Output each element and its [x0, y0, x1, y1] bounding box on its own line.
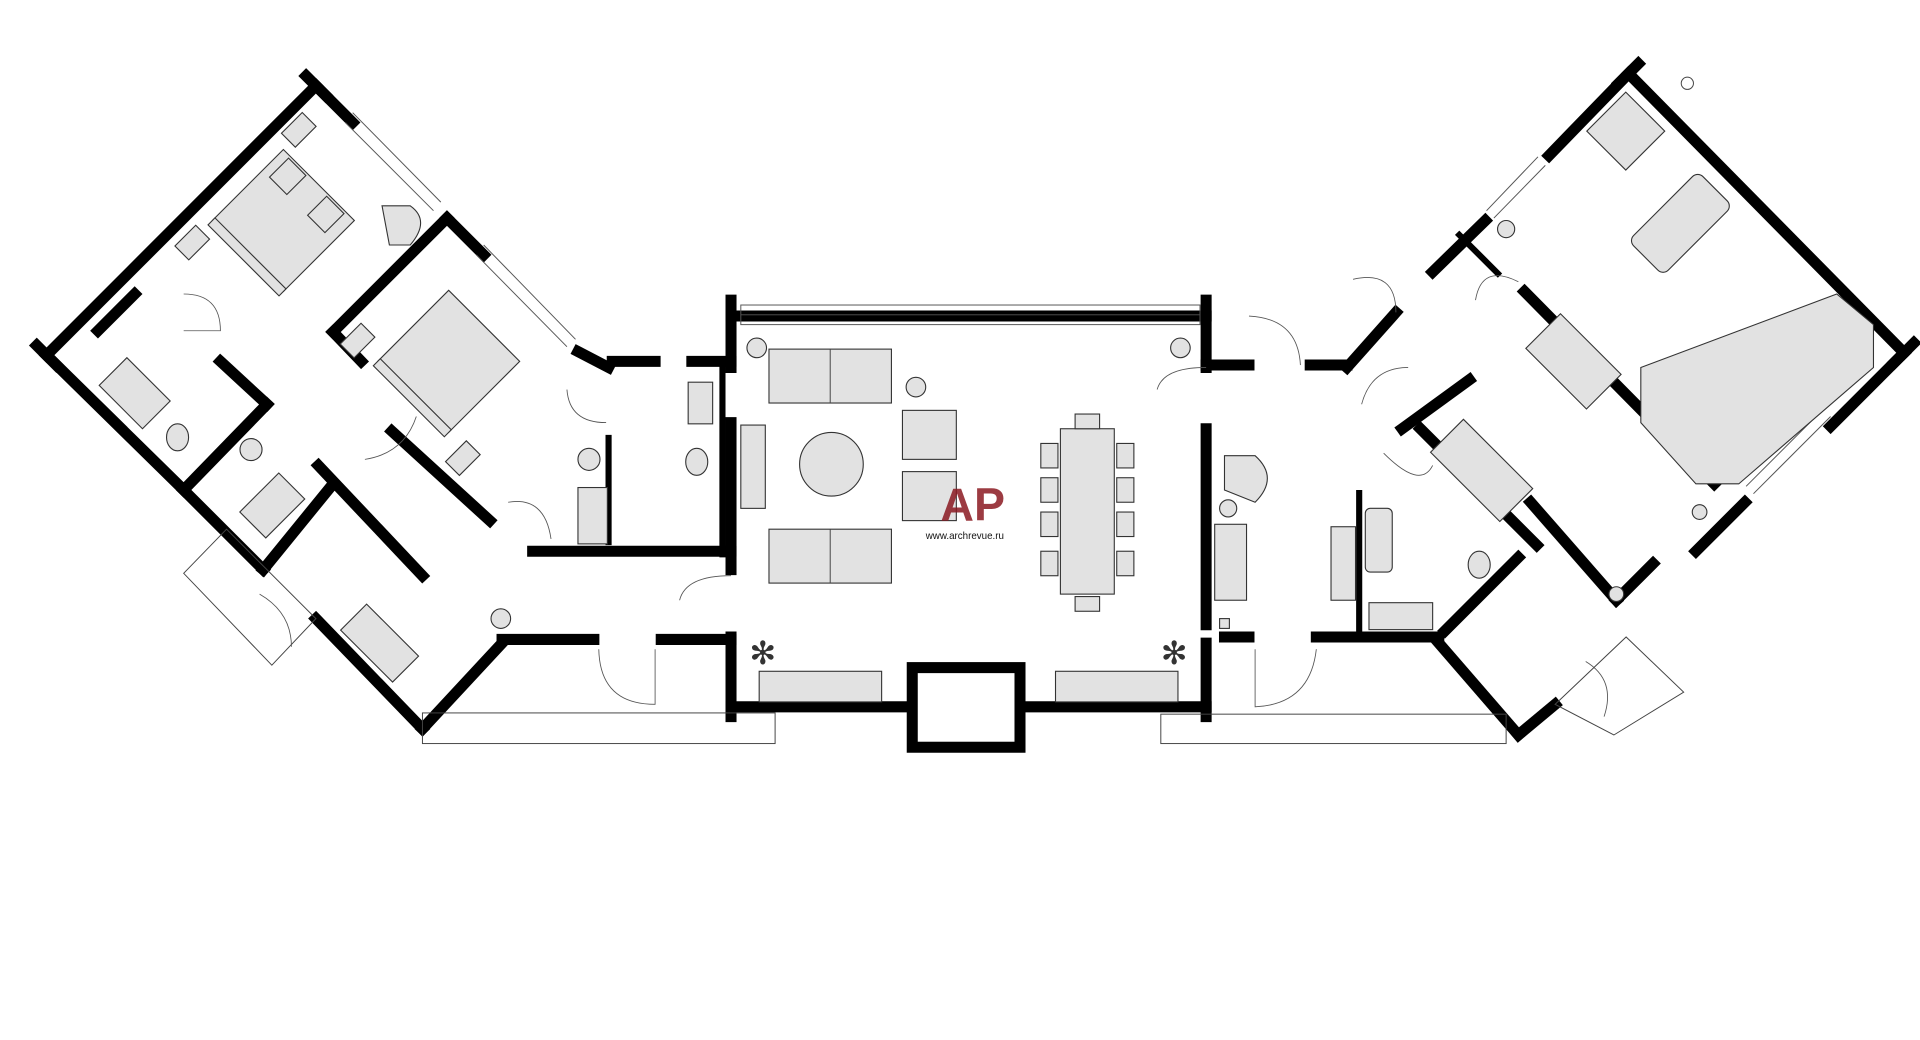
bed-right — [1630, 173, 1730, 273]
bed-left-1 — [207, 148, 356, 297]
bench-left — [758, 670, 883, 703]
door[interactable] — [1475, 275, 1519, 301]
door[interactable] — [1383, 452, 1434, 476]
bench-right — [1054, 670, 1179, 703]
armchair — [381, 205, 422, 246]
chair — [1364, 507, 1393, 573]
bathtub-right — [1429, 418, 1534, 523]
door[interactable] — [1248, 315, 1301, 366]
coffee-table — [799, 431, 864, 497]
armchair — [901, 409, 957, 460]
door[interactable] — [598, 649, 656, 705]
side-table — [905, 376, 927, 398]
armchair — [1586, 91, 1666, 171]
post — [1680, 76, 1694, 90]
sink — [687, 381, 714, 425]
shower-right — [1525, 312, 1622, 410]
terrace-right-small — [1554, 636, 1685, 736]
switch — [1219, 618, 1230, 629]
column-lamp — [746, 337, 768, 359]
door[interactable] — [183, 293, 221, 332]
nightstand — [339, 322, 376, 359]
dining-chairs — [1040, 413, 1135, 612]
right-wing — [1156, 55, 1920, 745]
nightstand — [444, 440, 481, 477]
bed-left-2 — [372, 289, 521, 438]
door[interactable] — [679, 575, 732, 601]
desk — [1330, 526, 1357, 601]
terrace-left — [421, 712, 776, 745]
door[interactable] — [508, 501, 552, 540]
left-wing — [28, 68, 776, 745]
plant-icon: ✻ — [749, 635, 776, 671]
shower — [577, 486, 608, 545]
toilet — [685, 447, 709, 476]
dining-table — [1059, 428, 1115, 595]
watermark-logo: AP — [940, 479, 1005, 531]
round-table — [239, 437, 263, 462]
door[interactable] — [1361, 367, 1409, 405]
column-lamp — [1170, 337, 1191, 359]
armchair — [901, 471, 957, 522]
tv-console — [740, 424, 766, 509]
door[interactable] — [1156, 367, 1207, 390]
shower-left — [239, 472, 306, 539]
door[interactable] — [364, 416, 417, 460]
nightstand — [280, 111, 317, 148]
vanity — [1368, 602, 1434, 631]
terrace-right — [1160, 713, 1507, 745]
bathtub-sink — [98, 356, 171, 430]
watermark: AP www.archrevue.ru — [925, 479, 1005, 542]
door[interactable] — [566, 389, 607, 424]
door[interactable] — [1254, 649, 1317, 708]
toilet — [165, 423, 190, 452]
lamp — [1691, 504, 1708, 520]
watermark-url: www.archrevue.ru — [925, 531, 1004, 542]
plant-icon: ✻ — [1161, 635, 1188, 671]
lamp — [1497, 219, 1516, 239]
nightstand — [174, 224, 211, 261]
toilet — [1467, 550, 1491, 579]
fireplace — [906, 662, 1026, 753]
door[interactable] — [1585, 661, 1608, 717]
round-table — [490, 608, 512, 629]
door[interactable] — [1352, 277, 1397, 313]
terrace-left-small — [182, 528, 317, 666]
bathtub-left — [339, 603, 420, 683]
lamp — [1608, 586, 1625, 603]
round-table — [577, 447, 601, 471]
sofa-corner — [1640, 293, 1875, 485]
side-table — [1219, 499, 1238, 518]
armchair — [1223, 455, 1268, 503]
console-table — [1214, 523, 1248, 601]
door[interactable] — [259, 593, 292, 647]
central-living-room: ✻ ✻ AP www.archrevue.ru — [725, 294, 1212, 753]
